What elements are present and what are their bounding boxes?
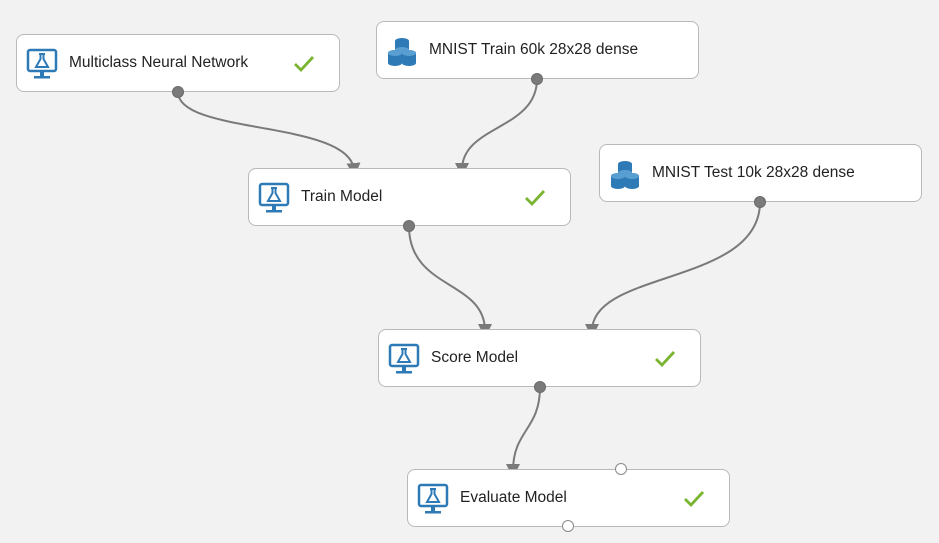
success-check-icon: [684, 491, 705, 508]
database-icon: [611, 161, 639, 189]
database-icon: [388, 38, 416, 66]
module-score-model[interactable]: Score Model: [378, 329, 701, 387]
wire-score-to-evaluate: [506, 386, 541, 478]
flask-monitor-icon: [417, 483, 449, 514]
success-check-icon: [655, 351, 676, 368]
module-mnist-test[interactable]: MNIST Test 10k 28x28 dense: [599, 144, 922, 202]
output-port[interactable]: [172, 86, 184, 98]
module-mnist-train[interactable]: MNIST Train 60k 28x28 dense: [376, 21, 699, 79]
module-label: MNIST Train 60k 28x28 dense: [429, 41, 639, 58]
success-check-icon: [525, 190, 546, 207]
module-multiclass-neural-network[interactable]: Multiclass Neural Network: [16, 34, 340, 92]
wire-trainset-to-train: [455, 78, 538, 177]
module-label: Score Model: [431, 349, 519, 366]
output-port[interactable]: [754, 196, 766, 208]
output-port[interactable]: [403, 220, 415, 232]
flask-monitor-icon: [26, 48, 58, 79]
module-label: Evaluate Model: [460, 489, 567, 506]
success-check-icon: [294, 56, 315, 73]
module-label: Train Model: [301, 188, 383, 205]
output-port-empty[interactable]: [562, 520, 574, 532]
flask-monitor-icon: [388, 343, 420, 374]
module-evaluate-model[interactable]: Evaluate Model: [407, 469, 730, 527]
wire-testset-to-score: [585, 201, 761, 338]
wire-train-to-score: [408, 225, 492, 338]
module-label: Multiclass Neural Network: [69, 54, 249, 71]
wire-nn-to-train: [177, 91, 361, 177]
input-port-empty[interactable]: [615, 463, 627, 475]
module-train-model[interactable]: Train Model: [248, 168, 571, 226]
module-label: MNIST Test 10k 28x28 dense: [652, 164, 855, 181]
flask-monitor-icon: [258, 182, 290, 213]
output-port[interactable]: [534, 381, 546, 393]
output-port[interactable]: [531, 73, 543, 85]
